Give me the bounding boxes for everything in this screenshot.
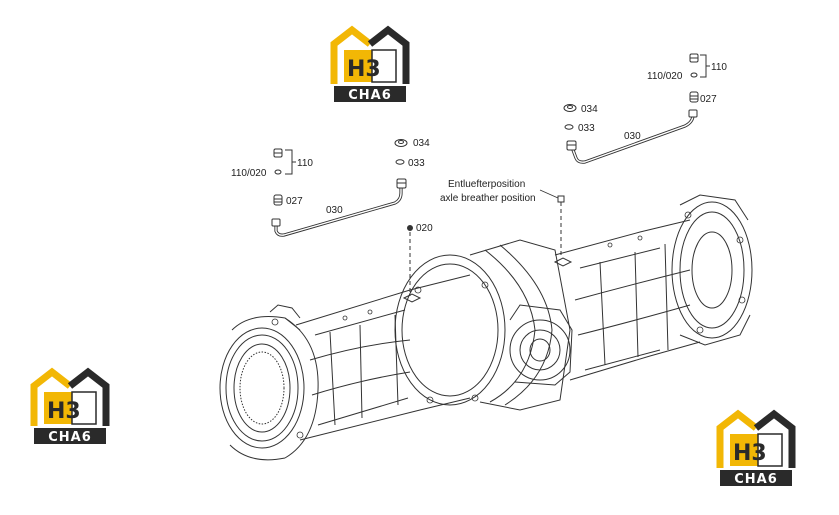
callout-right-110: 110 [711,62,727,73]
callout-right-110-020: 110/020 [647,71,683,82]
right-parts-group [557,53,710,203]
axle-housing-drawing [219,194,753,461]
watermark-logo-mark: H3 [47,399,81,424]
callout-right-034: 034 [581,104,598,115]
callout-right-027: 027 [700,94,717,105]
callout-left-034: 034 [413,138,430,149]
watermark-logo-top: H3 CHA6 [334,30,406,103]
callout-left-033: 033 [408,158,425,169]
annotation-english: axle breather position [440,193,536,204]
watermark-logo-word: CHA6 [48,430,92,445]
watermark-logo-left: H3 CHA6 [34,372,106,445]
left-parts-group [271,139,413,237]
watermark-logo-mark: H3 [733,441,767,466]
watermark-logo-mark: H3 [347,57,381,82]
watermark-logo-word: CHA6 [348,88,392,103]
annotation-german: Entluefterposition [448,179,525,190]
watermark-logo-right: H3 CHA6 [720,414,792,487]
callout-left-030: 030 [326,205,343,216]
leader-lines [409,202,562,296]
callout-center-020: 020 [416,223,433,234]
callout-labels: 110 110/020 027 030 034 033 020 034 033 … [231,62,727,234]
callout-left-110: 110 [297,158,313,169]
annotation-pointer [539,189,559,199]
watermark-logo-word: CHA6 [734,472,778,487]
callout-right-033: 033 [578,123,595,134]
callout-left-027: 027 [286,196,303,207]
callout-left-110-020: 110/020 [231,168,267,179]
callout-right-030: 030 [624,131,641,142]
